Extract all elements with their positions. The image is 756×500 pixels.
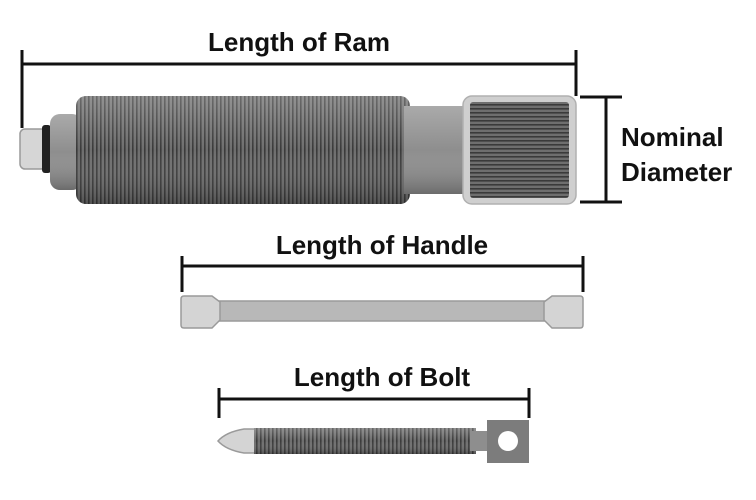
bolt-length-label: Length of Bolt bbox=[294, 362, 471, 392]
handle-length-label: Length of Handle bbox=[276, 230, 488, 260]
bolt-tip bbox=[216, 428, 257, 454]
bolt-eye-hole bbox=[498, 431, 518, 451]
handle-left-cap bbox=[180, 295, 221, 329]
bolt-illustration bbox=[216, 420, 529, 463]
bolt-dimension: Length of Bolt bbox=[217, 362, 531, 418]
handle-right-cap bbox=[543, 295, 584, 329]
nominal-label: Nominal bbox=[621, 122, 724, 152]
bolt-neck bbox=[470, 431, 488, 451]
handle-illustration bbox=[180, 295, 584, 329]
ram-end-cap-knurl bbox=[470, 102, 569, 198]
ram-seal-ring bbox=[42, 125, 51, 173]
diameter-label: Diameter bbox=[621, 157, 732, 187]
ram-dimension: Length of Ram bbox=[20, 27, 578, 128]
ram-illustration bbox=[19, 95, 577, 205]
handle-dimension: Length of Handle bbox=[180, 230, 585, 292]
ram-length-label: Length of Ram bbox=[208, 27, 390, 57]
handle-shaft bbox=[213, 300, 551, 322]
diameter-dimension: Nominal Diameter bbox=[580, 95, 732, 204]
